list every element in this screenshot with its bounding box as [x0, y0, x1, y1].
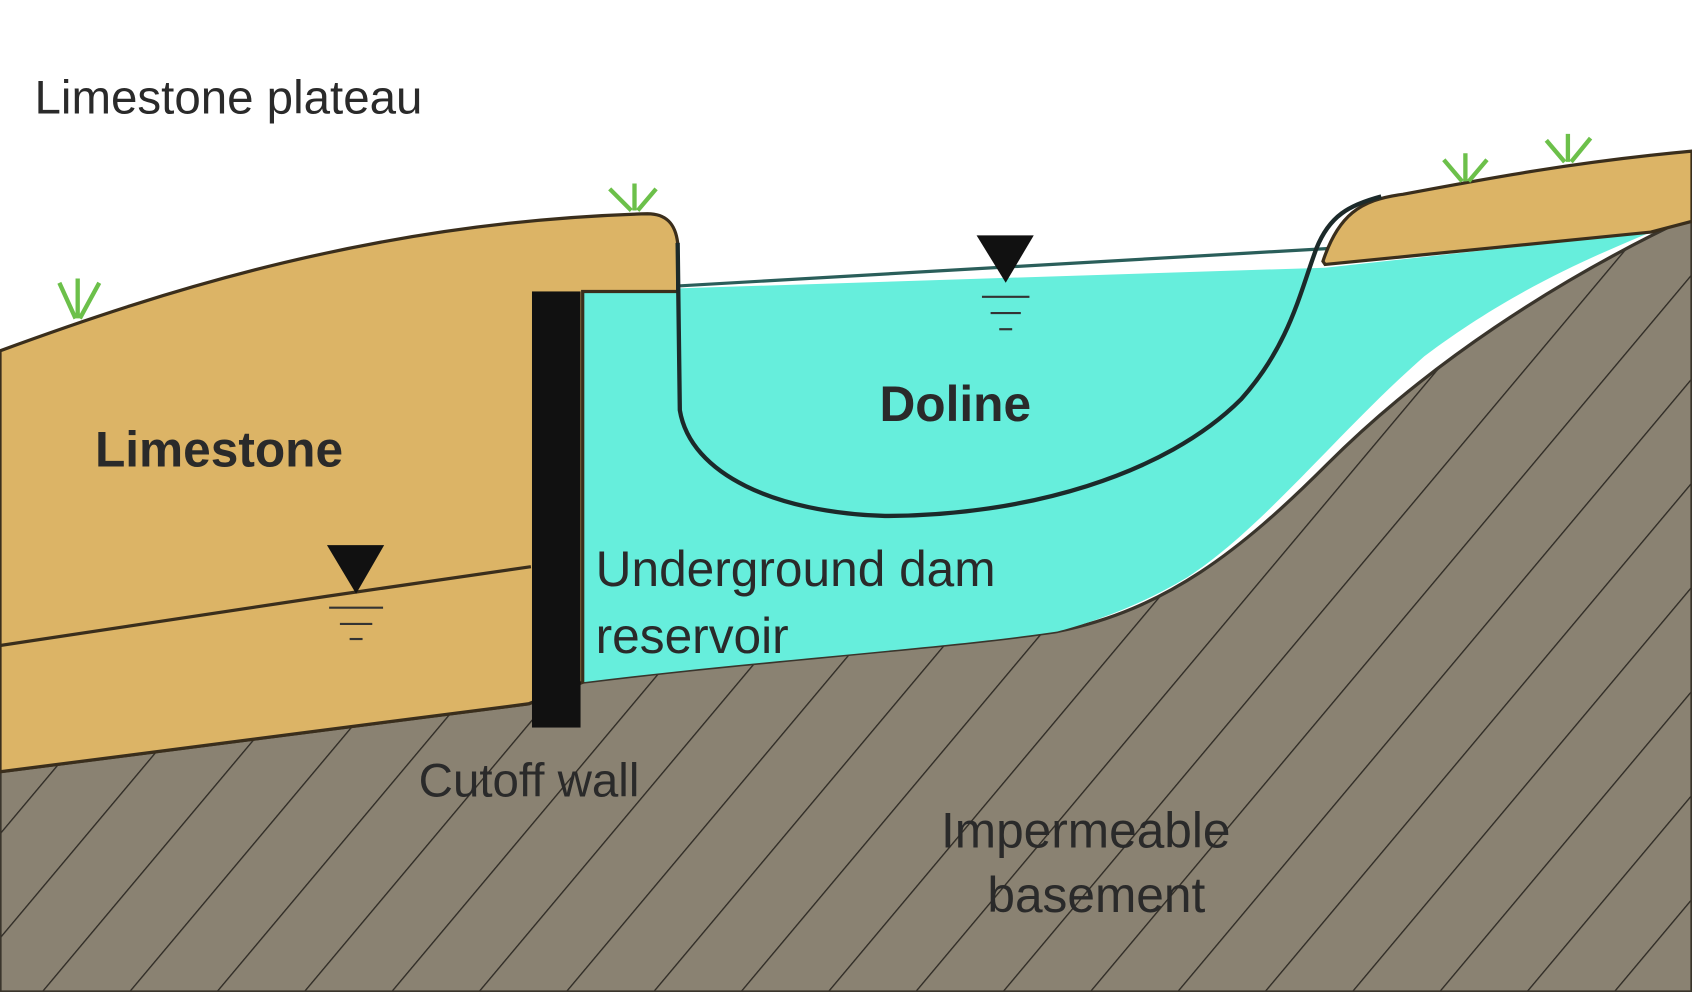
limestone-label: Limestone [95, 421, 343, 477]
basement-label-line2: basement [987, 867, 1205, 923]
grass-icon [57, 133, 1593, 320]
reservoir-label-line1: Underground dam [596, 541, 996, 597]
limestone-right [1321, 149, 1692, 267]
doline-label: Doline [879, 376, 1031, 432]
title-label: Limestone plateau [35, 71, 423, 124]
limestone-left [0, 212, 680, 774]
water-level-marker-icon [326, 545, 385, 641]
reservoir-label-line2: reservoir [596, 608, 789, 664]
doline-outline [675, 194, 1382, 519]
cutoff-wall [531, 291, 581, 728]
groundwater-table-line [0, 565, 532, 648]
cutoff-wall-label: Cutoff wall [419, 755, 640, 808]
impermeable-basement [0, 214, 1692, 992]
basement-label-line1: Impermeable [941, 802, 1231, 858]
reservoir-water [582, 232, 1651, 683]
water-level-marker-icon [976, 235, 1034, 331]
